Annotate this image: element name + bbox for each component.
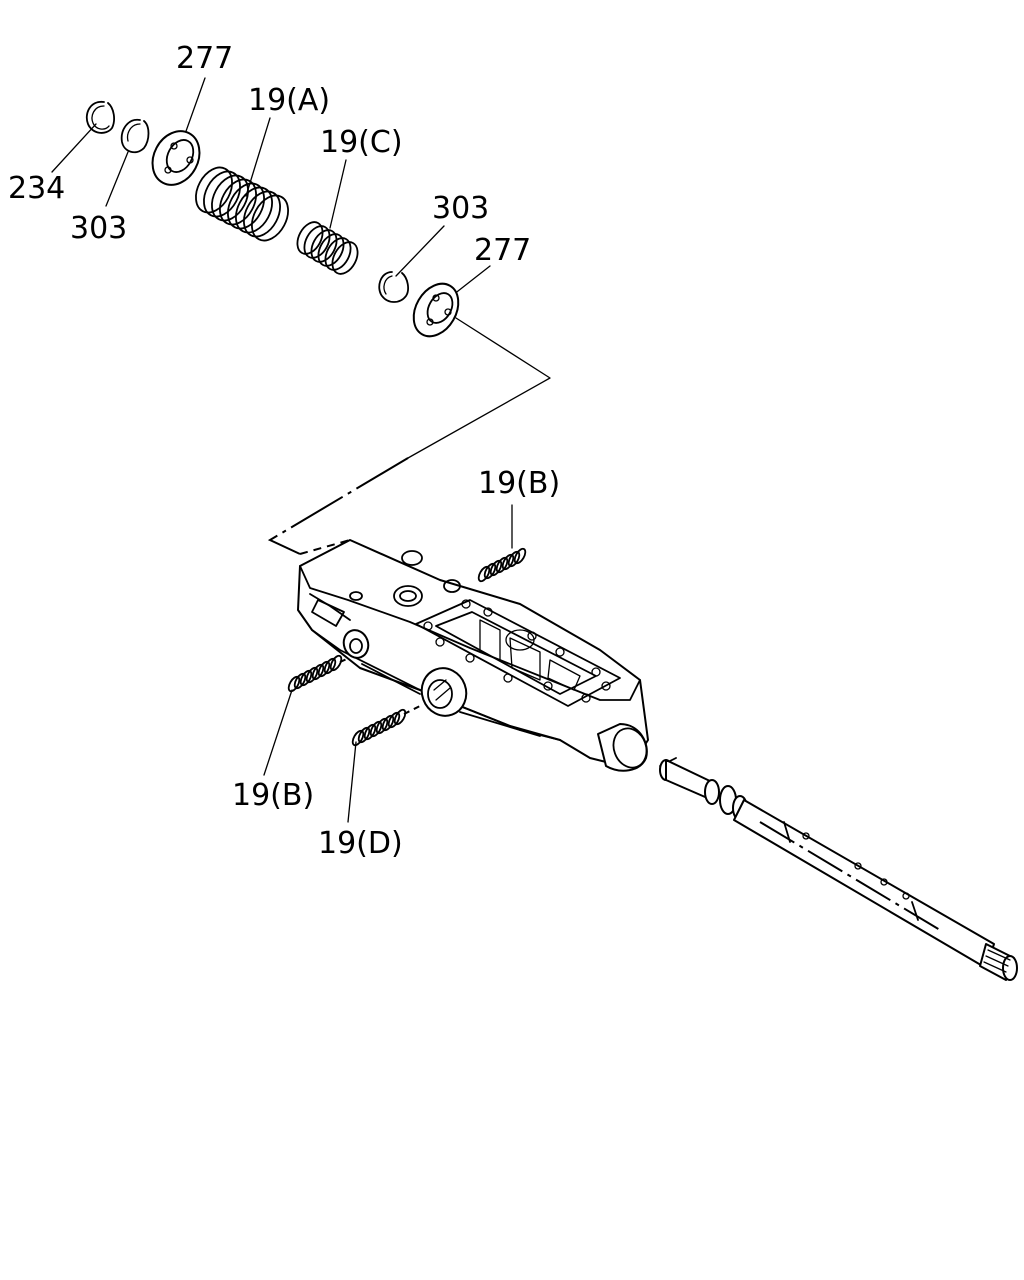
valve-body <box>297 539 649 772</box>
spool-shaft <box>659 757 1018 981</box>
retainer-277-top <box>151 130 201 186</box>
spring-19b-left <box>287 654 343 693</box>
label-19a: 19(A) <box>248 83 330 118</box>
spring-19d <box>351 708 407 747</box>
label-303-right: 303 <box>432 191 489 226</box>
label-303-left: 303 <box>70 211 127 246</box>
snap-ring-234 <box>85 101 115 134</box>
label-277-right: 277 <box>474 233 531 268</box>
assembly-guide-line <box>267 317 551 555</box>
label-19c: 19(C) <box>320 125 403 160</box>
label-19b-left: 19(B) <box>232 778 314 813</box>
label-277-top: 277 <box>176 41 233 76</box>
leader-lines <box>51 77 513 823</box>
spring-19c <box>296 221 359 275</box>
guide-19d <box>403 705 421 715</box>
spring-19b-top <box>477 547 527 583</box>
retainer-277-right <box>412 282 460 338</box>
label-19d: 19(D) <box>318 826 403 861</box>
snap-ring-303-right <box>378 271 409 303</box>
spring-19a <box>195 166 289 242</box>
label-234: 234 <box>8 171 65 206</box>
snap-ring-303-left <box>120 118 150 154</box>
label-19b-top: 19(B) <box>478 466 560 501</box>
